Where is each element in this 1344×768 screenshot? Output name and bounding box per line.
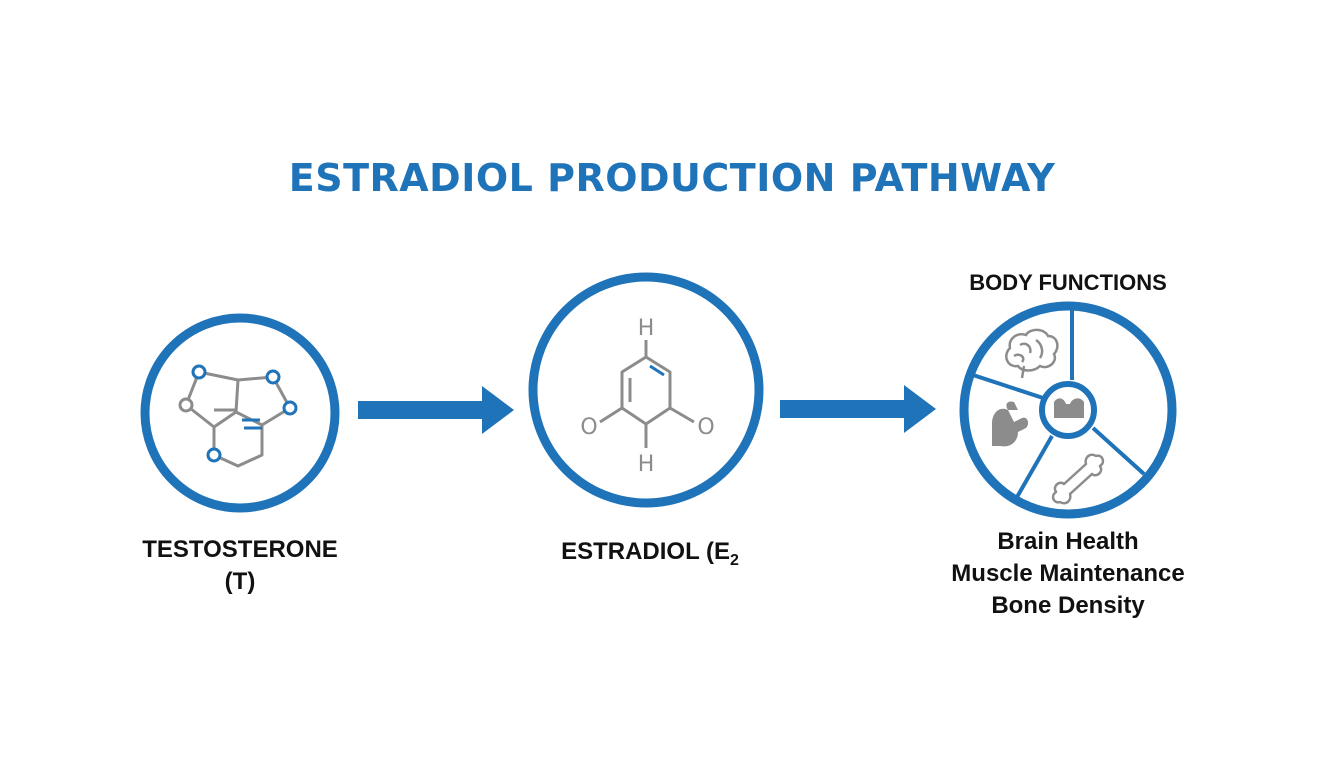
function-item-muscle-maintenance: Muscle Maintenance [951,560,1185,587]
function-item-bone-density: Bone Density [991,592,1145,619]
body-functions-node [959,301,1177,519]
page-title: ESTRADIOL PRODUCTION PATHWAY [288,156,1056,200]
muscle-icon [992,401,1029,447]
testosterone-atoms [178,364,298,463]
estradiol-atom-bottom-h: H [638,452,655,477]
arrow-testosterone-to-estradiol [358,386,514,434]
estradiol-atom-left-o: O [580,415,597,440]
estradiol-label: ESTRADIOL (E2 [520,536,780,577]
testosterone-label: TESTOSTERONE (T) [110,534,370,598]
bone-icon [1051,453,1105,505]
testosterone-node [140,313,340,513]
estradiol-label-subscript: 2 [730,551,739,569]
brain-icon [1005,328,1059,379]
testosterone-label-line2: (T) [224,568,256,595]
arrow-estradiol-to-body-functions [780,385,936,433]
estradiol-molecule-icon [599,340,695,448]
estradiol-label-main: ESTRADIOL (E [561,538,730,565]
estradiol-atom-top-h: H [638,316,655,341]
estradiol-node: H H O O [528,272,764,508]
function-item-brain-health: Brain Health [997,528,1139,555]
body-functions-list: Brain Health Muscle Maintenance Bone Den… [930,526,1206,622]
body-functions-heading: BODY FUNCTIONS [969,270,1167,295]
flexed-arm-icon [1054,398,1084,418]
segment-dividers [969,308,1146,498]
testosterone-label-line1: TESTOSTERONE [142,536,338,563]
estradiol-atom-right-o: O [697,415,714,440]
estradiol-circle [528,272,764,508]
